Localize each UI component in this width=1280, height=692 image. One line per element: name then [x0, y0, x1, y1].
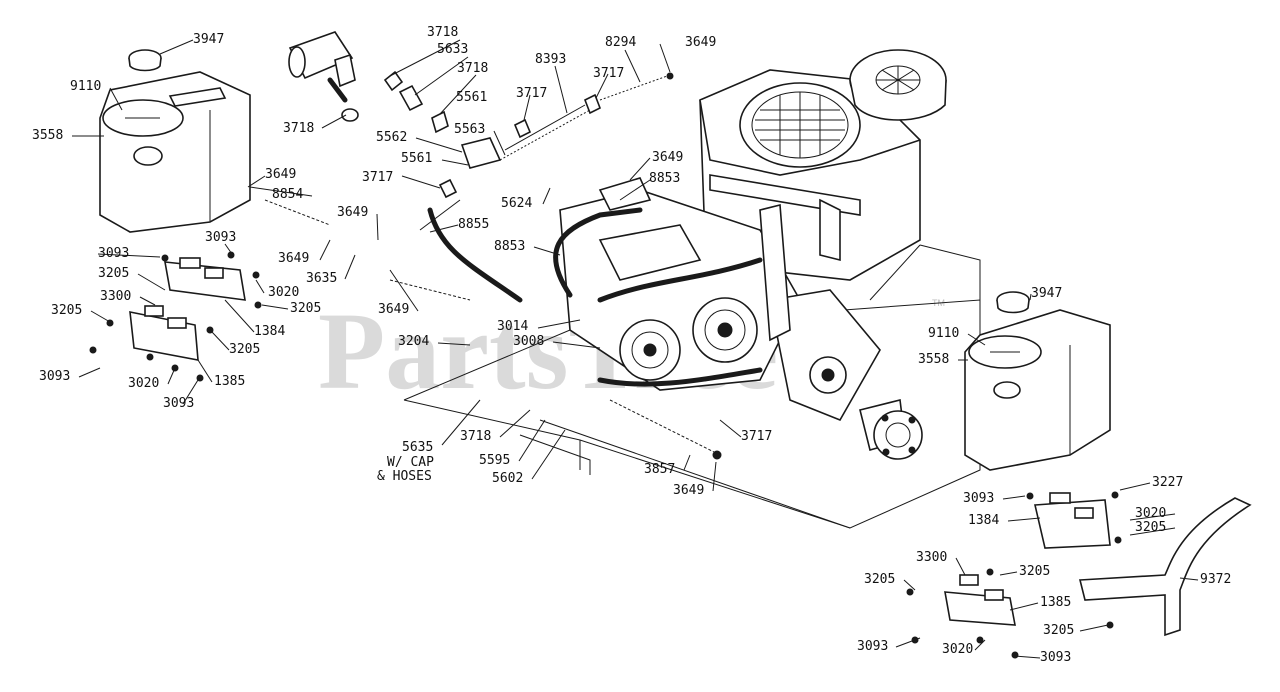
part-callouts: 3947 9110 3558 3718 5633 3718 5561 3717 8393 3717…: [32, 25, 1231, 665]
fuel-hose-8853b: [597, 257, 763, 303]
rear-bumper-9372: [1078, 497, 1252, 637]
part-callout: 9110: [70, 79, 101, 94]
part-callout: 3718: [283, 121, 314, 136]
part-callout: 3205: [1043, 623, 1074, 638]
part-callout: 8853: [649, 171, 680, 186]
part-callout: W/ CAP: [387, 455, 434, 470]
part-callout: 3649: [278, 251, 309, 266]
leader-lines: [72, 39, 1199, 659]
part-callout: 3649: [673, 483, 704, 498]
part-callout: 3204: [398, 334, 429, 349]
part-callout: 5602: [492, 471, 523, 486]
air-cleaner: [849, 49, 947, 121]
part-callout: 8294: [605, 35, 636, 50]
part-callout: 3020: [942, 642, 973, 657]
part-callout: 3205: [98, 266, 129, 281]
fuel-tank-right: [964, 309, 1111, 471]
cables: [264, 72, 722, 460]
fuel-hose-8853: [553, 207, 643, 298]
part-callout: 5595: [479, 453, 510, 468]
fuel-line-loop: [597, 367, 763, 387]
part-callout: 3008: [513, 334, 544, 349]
part-callout: 3558: [32, 128, 63, 143]
part-callout: 3093: [857, 639, 888, 654]
part-callout: 5562: [376, 130, 407, 145]
part-callout: 3857: [644, 462, 675, 477]
bracket-1385-right: [944, 574, 1016, 626]
part-callout: 3093: [39, 369, 70, 384]
part-callout: 3227: [1152, 475, 1183, 490]
part-callout: 3014: [497, 319, 528, 334]
part-callout: 3300: [100, 289, 131, 304]
part-callout: 3093: [163, 396, 194, 411]
part-callout: 3717: [362, 170, 393, 185]
bracket-1384-right: [1034, 492, 1111, 549]
part-callout: 3205: [229, 342, 260, 357]
part-callout: 3093: [98, 246, 129, 261]
part-callout: 8855: [458, 217, 489, 232]
fuel-filter-assembly: [288, 31, 602, 199]
part-callout: 8393: [535, 52, 566, 67]
part-callout: 3205: [51, 303, 82, 318]
part-callout: 1384: [968, 513, 999, 528]
part-callout: 3649: [378, 302, 409, 317]
part-callout: 3205: [1019, 564, 1050, 579]
bracket-1385-left: [129, 305, 199, 361]
part-callout: 3649: [337, 205, 368, 220]
part-callout: 3635: [306, 271, 337, 286]
part-callout: 1385: [214, 374, 245, 389]
part-callout: 5561: [401, 151, 432, 166]
part-callout: 3947: [1031, 286, 1062, 301]
part-callout: 9110: [928, 326, 959, 341]
part-callout: 3300: [916, 550, 947, 565]
transmission: [559, 177, 923, 460]
part-callout: 3717: [741, 429, 772, 444]
part-callout: 1385: [1040, 595, 1071, 610]
part-callout: 3558: [918, 352, 949, 367]
part-callout: 3718: [460, 429, 491, 444]
part-callout: 8854: [272, 187, 303, 202]
part-callout: 8853: [494, 239, 525, 254]
part-callout: & HOSES: [377, 469, 432, 484]
part-callout: 3020: [268, 285, 299, 300]
part-callout: 3947: [193, 32, 224, 47]
part-callout: 3649: [265, 167, 296, 182]
engine: [699, 69, 921, 281]
fuel-tank-left: [99, 71, 251, 233]
part-callout: 3718: [427, 25, 458, 40]
part-callout: 5624: [501, 196, 532, 211]
part-callout: 3649: [685, 35, 716, 50]
part-callout: 9372: [1200, 572, 1231, 587]
part-callout: 3093: [205, 230, 236, 245]
part-callout: 3020: [1135, 506, 1166, 521]
part-callout: 3205: [1135, 520, 1166, 535]
fuel-cap-right: [996, 291, 1030, 314]
part-callout: 3093: [1040, 650, 1071, 665]
part-callout: 3205: [290, 301, 321, 316]
part-callout: 3717: [593, 66, 624, 81]
part-callout: 3718: [457, 61, 488, 76]
part-callout: 3649: [652, 150, 683, 165]
part-callout: 5563: [454, 122, 485, 137]
part-callout: 3205: [864, 572, 895, 587]
fuel-cap-left: [128, 49, 162, 72]
part-callout: 5561: [456, 90, 487, 105]
part-callout: 3020: [128, 376, 159, 391]
part-callout: 1384: [254, 324, 285, 339]
fuel-line-8855: [427, 207, 523, 303]
part-callout: 3093: [963, 491, 994, 506]
bracket-1384-left: [164, 257, 246, 301]
part-callout: 3717: [516, 86, 547, 101]
part-callout: 5635: [402, 440, 433, 455]
part-callout: 5633: [437, 42, 468, 57]
